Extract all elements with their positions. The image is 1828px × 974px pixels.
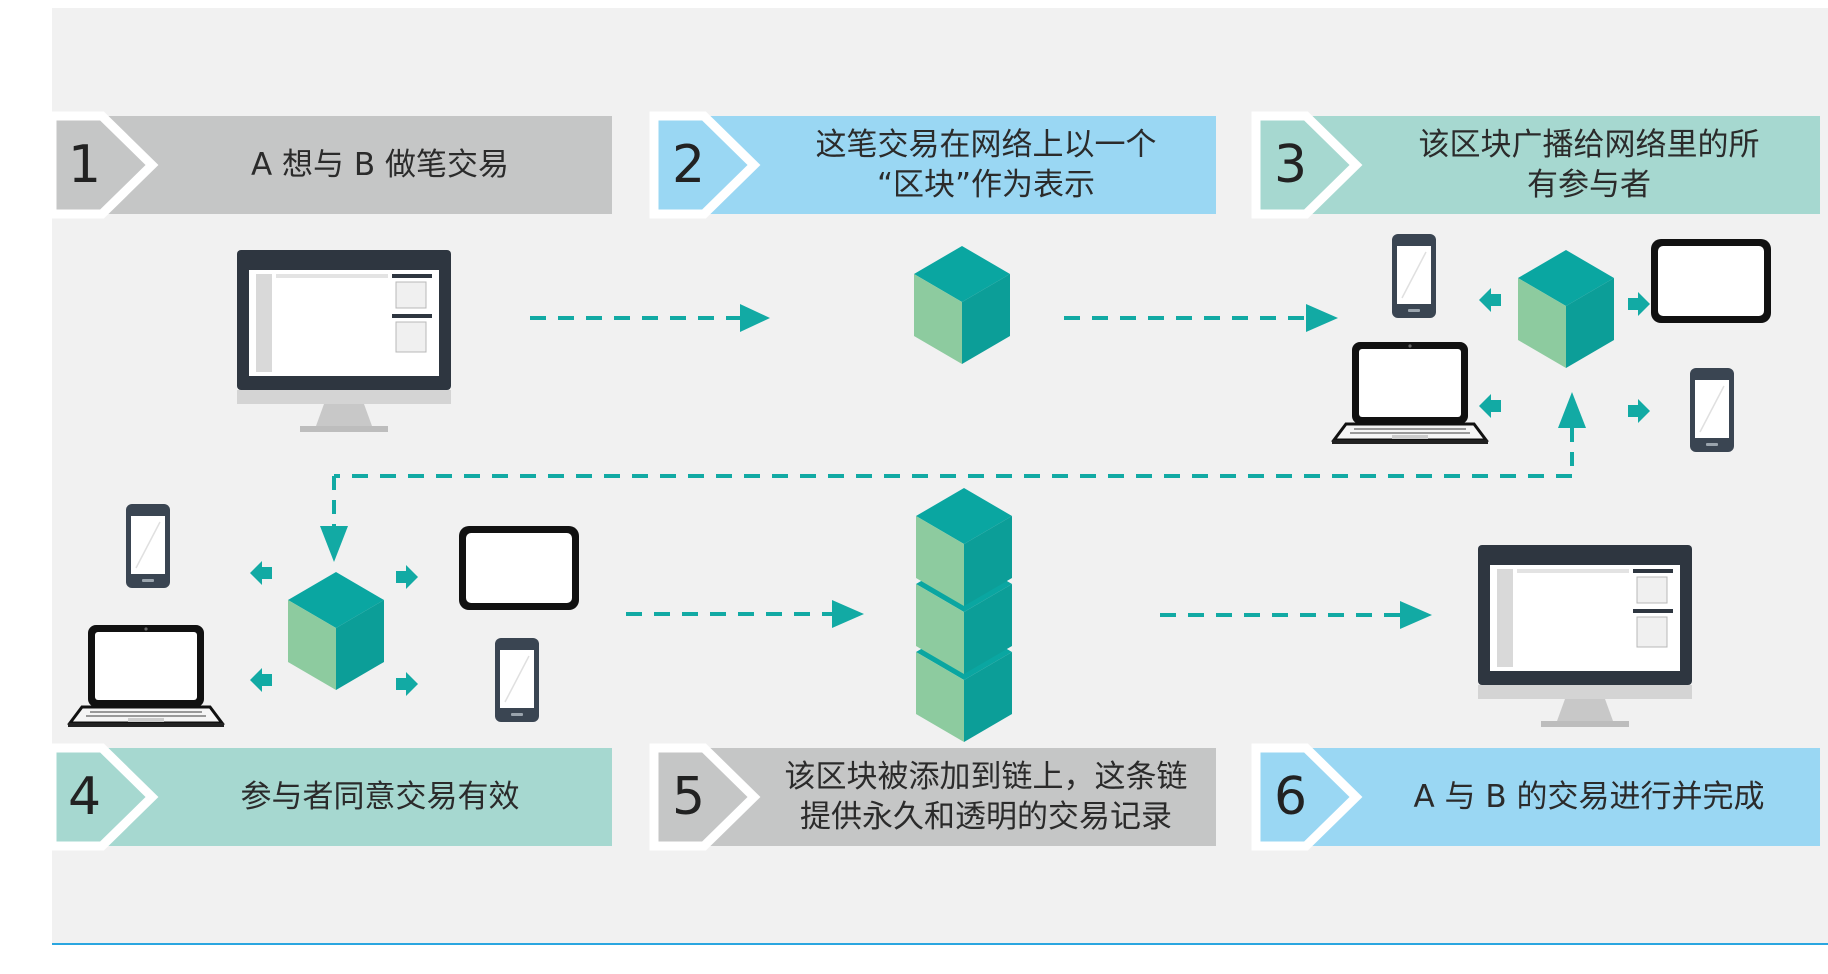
step-text-line: A 与 B 的交易进行并完成: [1413, 779, 1765, 815]
step-text-4: 参与者同意交易有效: [160, 748, 600, 846]
arrow-up-icon: [1558, 392, 1586, 428]
step-banner-2: [649, 111, 1216, 219]
step-text-line: “区块”作为表示: [876, 167, 1096, 203]
step-number-3: 3: [1274, 135, 1308, 195]
tablet-icon: [1651, 239, 1771, 323]
block-chain-stack-icon: [916, 488, 1012, 742]
arrow-head-right-icon: [1306, 304, 1338, 332]
smartphone-icon: [494, 637, 540, 723]
step-text-line: 参与者同意交易有效: [240, 779, 520, 815]
laptop-icon: [1330, 340, 1490, 446]
step-text-line: 该区块广播给网络里的所: [1418, 127, 1760, 163]
step-text-6: A 与 B 的交易进行并完成: [1362, 748, 1816, 846]
step-text-line: 这笔交易在网络上以一个: [815, 127, 1157, 163]
step-banner-3: [1251, 111, 1820, 219]
step-banner-5: [649, 743, 1216, 851]
arrow-head-right-icon: [832, 600, 864, 628]
step-text-2: 这笔交易在网络上以一个 “区块”作为表示: [760, 116, 1212, 214]
step-text-5: 该区块被添加到链上，这条链 提供永久和透明的交易记录: [760, 748, 1212, 846]
smartphone-icon: [1689, 367, 1735, 453]
step-number-2: 2: [672, 135, 706, 195]
step-number-1: 1: [68, 135, 102, 195]
step-text-line: 提供永久和透明的交易记录: [800, 799, 1172, 835]
arrow-head-right-icon: [1400, 601, 1432, 629]
step-banner-1: [47, 111, 612, 219]
step-number-5: 5: [672, 767, 706, 827]
step-text-line: A 想与 B 做笔交易: [250, 147, 510, 183]
arrow-down-icon: [320, 526, 348, 562]
step-text-line: 该区块被添加到链上，这条链: [784, 759, 1188, 795]
step-text-3: 该区块广播给网络里的所 有参与者: [1362, 116, 1816, 214]
arrow-head-right-icon: [740, 304, 770, 332]
smartphone-icon: [125, 503, 171, 589]
step-number-6: 6: [1274, 767, 1308, 827]
step-banner-6: [1251, 743, 1820, 851]
laptop-icon: [66, 623, 226, 729]
tablet-icon: [459, 526, 579, 610]
smartphone-icon: [1391, 233, 1437, 319]
step-number-4: 4: [68, 767, 102, 827]
step-text-line: 有参与者: [1527, 167, 1651, 203]
step-text-1: A 想与 B 做笔交易: [160, 116, 600, 214]
step-banner-4: [47, 743, 612, 851]
